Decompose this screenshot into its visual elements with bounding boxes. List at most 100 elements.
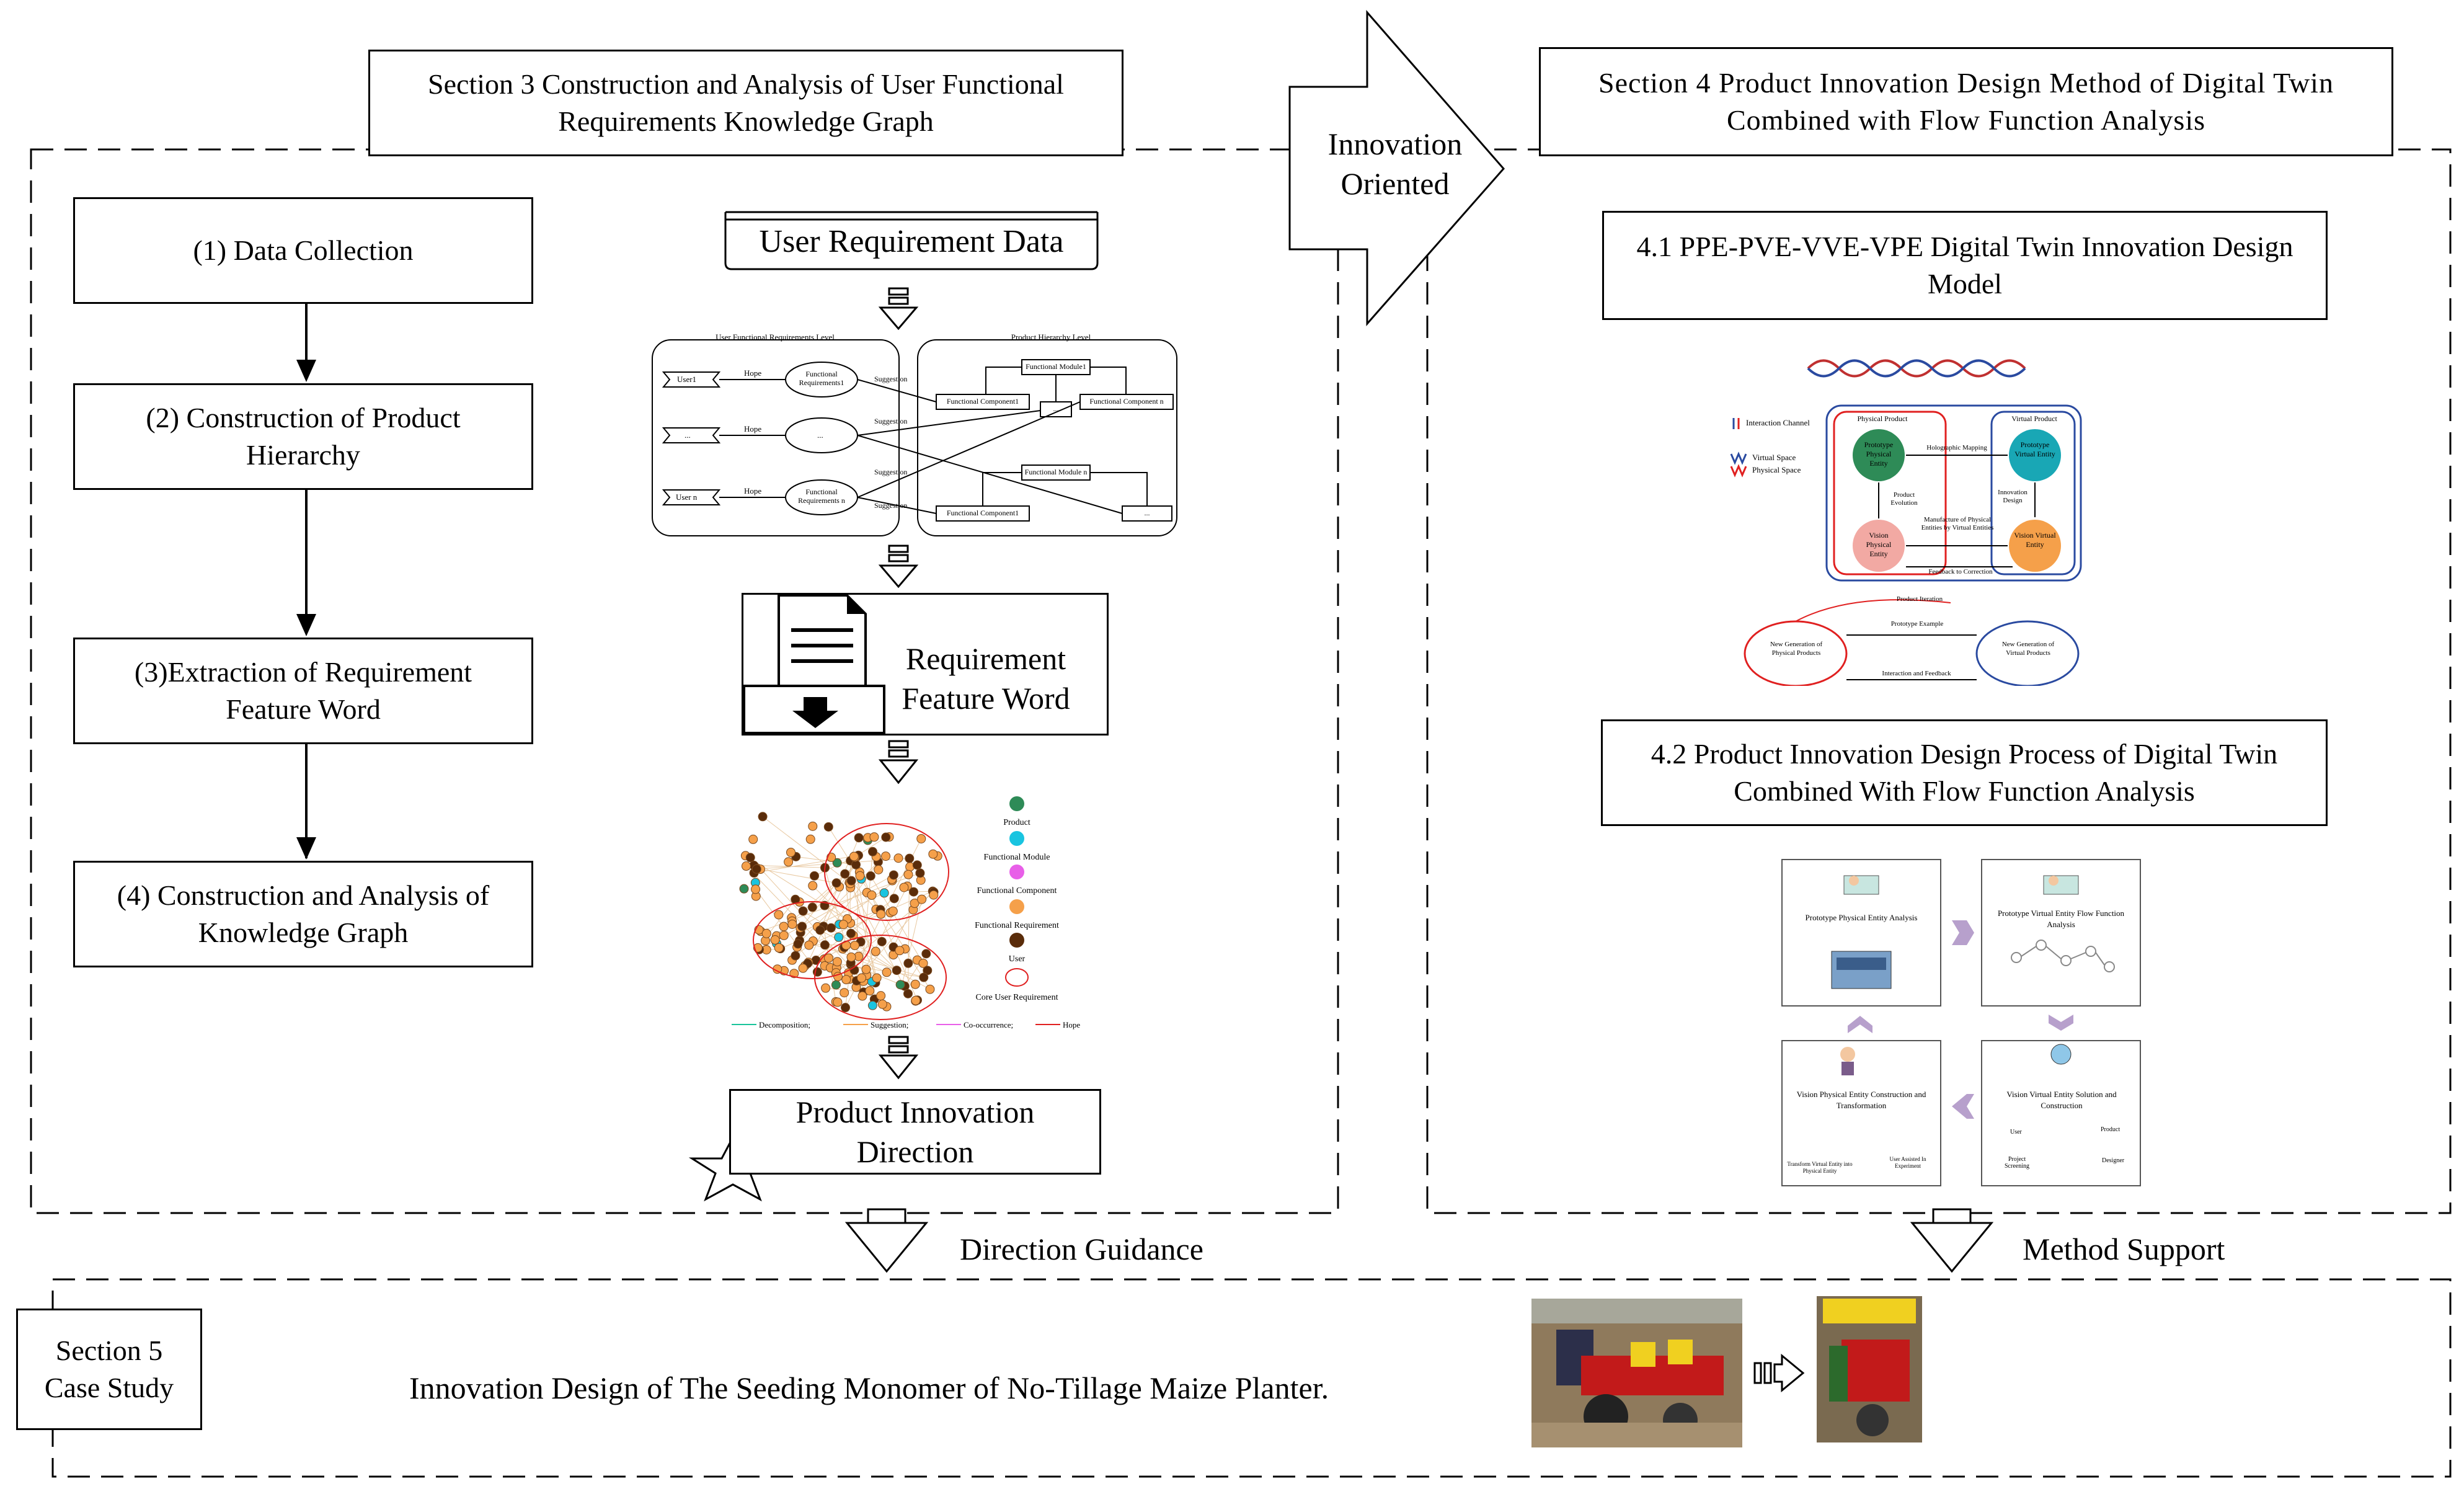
innovation-oriented-arrow [1288, 10, 1505, 326]
step-data-collection: (1) Data Collection [73, 197, 533, 304]
flow-arrowhead-1 [296, 360, 316, 382]
kg-node [841, 975, 851, 985]
legend-marker [1009, 865, 1024, 879]
fc-ellipsis-label-2: ... [1144, 509, 1150, 517]
legend-label: User [1009, 954, 1026, 964]
kg-node [909, 887, 919, 897]
database-shape [724, 211, 1099, 270]
kg-node [867, 890, 877, 900]
kg-node [824, 953, 834, 963]
step-feature-word: (3)Extraction of Requirement Feature Wor… [73, 638, 533, 744]
fc-ellipsis-label: ... [1053, 404, 1059, 413]
photo-transition-arrow [1753, 1353, 1805, 1393]
flow-network-icon [2011, 940, 2115, 972]
kg-node [791, 951, 800, 961]
fmn-label: Functional Module n [1024, 468, 1088, 476]
kg-node [882, 967, 892, 977]
section3-title: Section 3 Construction and Analysis of U… [368, 50, 1123, 156]
kg-node [861, 964, 871, 974]
process-user-assisted-label: User Assisted In Experiment [1889, 1156, 1926, 1169]
suggestion-label-2: Suggestion [874, 417, 908, 425]
kg-node [751, 884, 761, 894]
legend-label: Product [1003, 818, 1030, 827]
user1-label: User1 [677, 375, 697, 384]
kg-node [739, 884, 749, 894]
kg-node [834, 932, 844, 942]
hope-label-1: Hope [744, 368, 762, 378]
kg-node [770, 935, 780, 945]
kg-node [774, 943, 784, 953]
machine-icon [1831, 951, 1892, 989]
kg-node [895, 946, 905, 956]
kg-node [899, 882, 909, 892]
kg-node [804, 940, 814, 950]
physical-product-label: Physical Product [1857, 414, 1908, 423]
kg-edge [754, 855, 859, 874]
requirement-feature-word-label: Requirement Feature Word [902, 641, 1070, 716]
step-knowledge-graph: (4) Construction and Analysis of Knowled… [73, 861, 533, 967]
kg-node [877, 999, 887, 1009]
kg-node [823, 822, 833, 832]
fc1b-label: Functional Component1 [946, 509, 1019, 517]
kg-node [893, 853, 903, 863]
kg-node [833, 997, 843, 1007]
kg-node [872, 973, 882, 983]
kg-node [748, 834, 758, 844]
process-p3-label: Vision Virtual Entity Solution and Const… [2006, 1090, 2117, 1110]
iteration-label: Product Iteration [1896, 595, 1943, 603]
globe-person-icon [2050, 1044, 2072, 1065]
kg-node [832, 858, 842, 868]
kg-node [846, 876, 856, 886]
kg-node [779, 922, 789, 931]
vve-label: Vision Virtual Entity [2014, 531, 2056, 549]
kg-node [745, 853, 755, 863]
kg-node [910, 899, 920, 909]
product-level-label: Product Hierarchy Level [1011, 332, 1091, 342]
section5-text: Innovation Design of The Seeding Monomer… [409, 1371, 1329, 1405]
kg-node [840, 869, 850, 879]
flow-arrowhead-3 [296, 837, 316, 860]
kg-edge [745, 855, 882, 942]
holographic-label: Holographic Mapping [1926, 444, 1987, 451]
user-n-label: User n [676, 492, 698, 502]
kg-node [881, 832, 891, 842]
prototype-example-label: Prototype Example [1890, 620, 1944, 628]
small-arrow-2 [878, 544, 919, 589]
kg-node [820, 940, 830, 950]
fm1-label: Functional Module1 [1026, 362, 1086, 371]
kg-node [910, 979, 920, 989]
kg-node [879, 888, 889, 898]
kg-node [881, 851, 891, 861]
kg-node [871, 946, 880, 956]
innovation-design-label: Innovation Design [1998, 489, 2027, 504]
kg-node [809, 871, 819, 881]
kg-node [779, 930, 789, 940]
kg-node [911, 995, 921, 1005]
ppe-label: Prototype Physical Entity [1864, 440, 1894, 468]
kg-node [919, 972, 929, 982]
kg-node [808, 821, 818, 831]
process-user-label: User [2010, 1129, 2022, 1136]
edge-legend-label: Suggestion; [871, 1020, 908, 1029]
kg-node [838, 920, 848, 930]
kg-node [874, 865, 884, 874]
kg-edge [812, 885, 897, 971]
dna-helix-icon [1807, 359, 2026, 378]
legend-label: Functional Requirement [975, 921, 1059, 930]
legend-core-label: Core User Requirement [976, 993, 1058, 1002]
kg-node [789, 969, 799, 979]
person-desk-icon [1843, 875, 1879, 895]
kg-edge [760, 869, 837, 884]
legend-label: Functional Component [977, 886, 1057, 896]
kg-node [807, 902, 817, 912]
kg-node [826, 923, 836, 933]
fc1-label: Functional Component1 [946, 397, 1019, 406]
process-p4-label: Vision Physical Entity Construction and … [1796, 1090, 1926, 1110]
kg-node [892, 966, 902, 976]
kg-node [831, 878, 841, 888]
section4-sub2: 4.2 Product Innovation Design Process of… [1601, 719, 2328, 826]
fcn-label: Functional Component n [1089, 397, 1164, 406]
evolution-label: Product Evolution [1890, 491, 1918, 507]
